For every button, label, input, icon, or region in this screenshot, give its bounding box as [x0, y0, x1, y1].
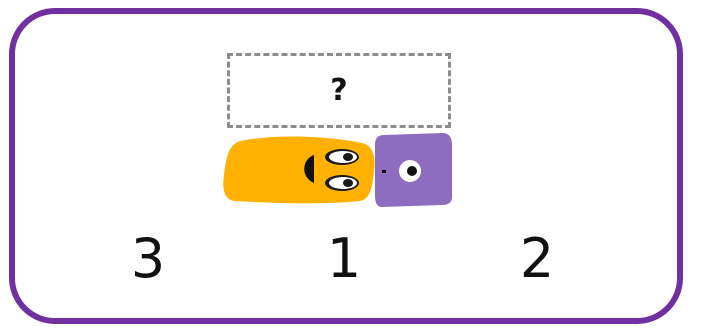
purple-cube-character: [375, 133, 452, 207]
answer-drop-slot[interactable]: ?: [227, 53, 451, 128]
orange-blob-character: [223, 136, 375, 204]
eyes-icon: [325, 149, 359, 191]
choice-number-1[interactable]: 1: [326, 227, 362, 290]
choice-number-3[interactable]: 3: [130, 227, 166, 290]
question-mark: ?: [330, 72, 348, 108]
mouth-icon: [304, 155, 314, 183]
character-blocks: [223, 133, 452, 207]
choice-number-2[interactable]: 2: [519, 227, 555, 290]
